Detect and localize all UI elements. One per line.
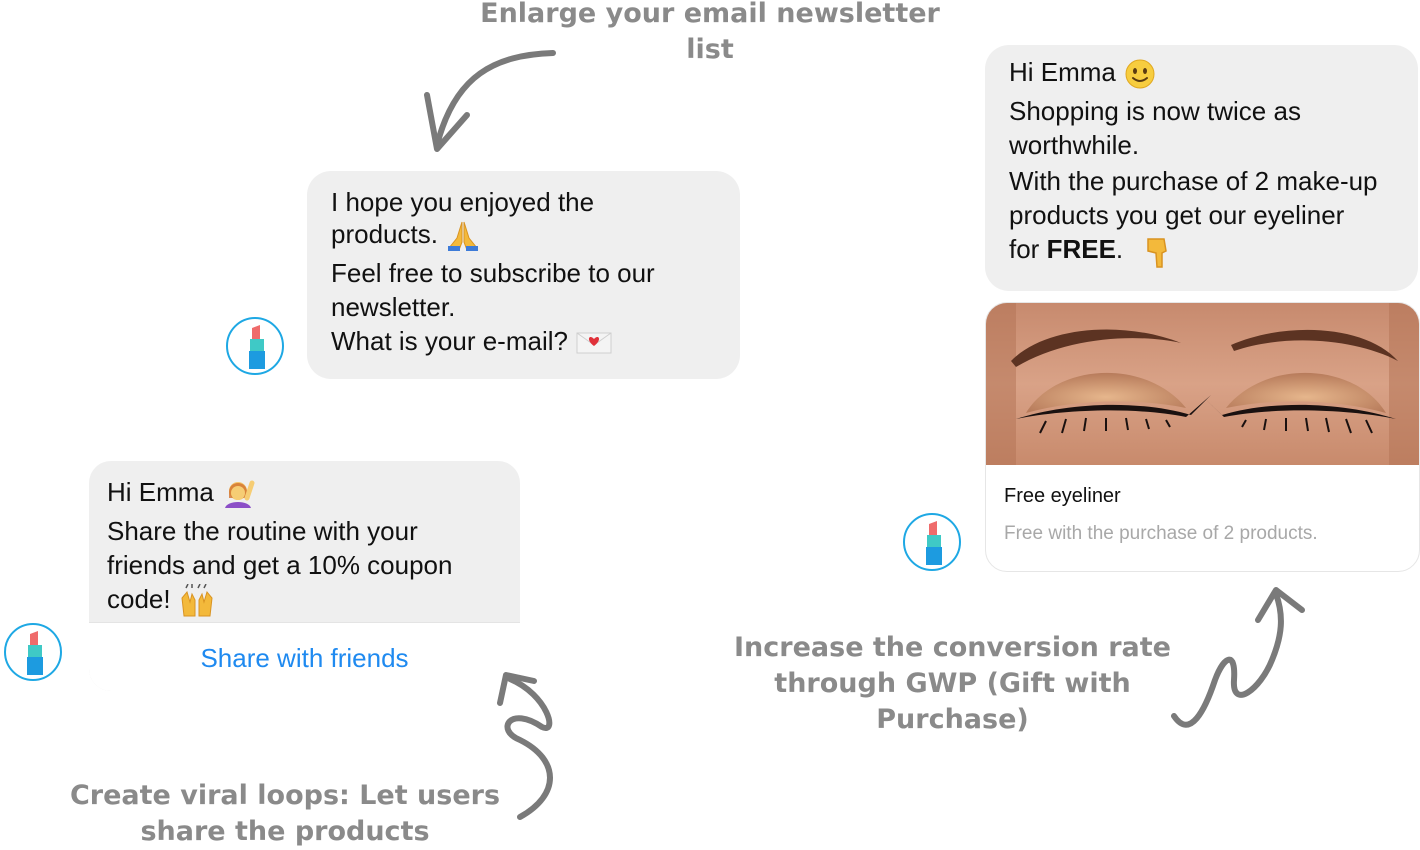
message-line: What is your e-mail? [331, 326, 568, 357]
lipstick-icon [249, 325, 265, 369]
slightly-smiling-face-icon [1125, 59, 1155, 89]
greeting-text: Hi Emma [107, 477, 214, 507]
person-raising-hand-icon [225, 480, 255, 509]
message-line: products. [331, 219, 438, 249]
caption-line: share the products [140, 816, 430, 847]
lipstick-icon [27, 631, 43, 675]
looped-arrow-icon [497, 672, 553, 820]
message-line: With the purchase of 2 make-up [1009, 166, 1378, 197]
caption-line: Purchase) [876, 704, 1029, 735]
bot-avatar [226, 317, 284, 375]
pointing-down-icon [1147, 238, 1168, 268]
message-line: Share the routine with your [107, 516, 418, 547]
product-title: Free eyeliner [1004, 485, 1121, 507]
caption-viral-loops: Create viral loops: Let users share the … [60, 778, 510, 850]
message-line: products you get our eyeliner [1009, 200, 1345, 231]
caption-newsletter: Enlarge your email newsletter list [470, 0, 950, 68]
caption-line: through GWP (Gift with [774, 668, 1131, 699]
message-line: newsletter. [331, 292, 456, 323]
message-line: I hope you enjoyed the [331, 187, 595, 217]
free-emphasis: FREE [1046, 234, 1116, 265]
bot-avatar [4, 623, 62, 681]
message-line: friends and get a 10% coupon [107, 550, 453, 581]
love-letter-icon [576, 332, 612, 354]
message-line: code! [107, 584, 171, 615]
greeting-text: Hi Emma [1009, 57, 1116, 87]
caption-line: Enlarge your email newsletter [480, 0, 940, 29]
caption-line: Create viral loops: Let users [69, 780, 501, 811]
raising-hands-icon [181, 584, 213, 617]
product-subtitle: Free with the purchase of 2 products. [1004, 523, 1318, 544]
lipstick-icon [926, 521, 942, 565]
product-card[interactable]: Free eyeliner Free with the purchase of … [985, 302, 1420, 572]
message-line: Feel free to subscribe to our [331, 258, 655, 289]
message-text: for [1009, 234, 1040, 265]
squiggle-arrow-icon [1171, 587, 1305, 728]
share-message-bubble: Hi Emma Share the routine with your frie… [89, 461, 520, 691]
gwp-message-bubble: Hi Emma Shopping is now twice as worthwh… [985, 45, 1418, 291]
message-text: . [1115, 234, 1124, 265]
bot-avatar [903, 513, 961, 571]
message-line: worthwhile. [1009, 130, 1140, 161]
product-image [986, 303, 1419, 465]
pray-hands-icon [448, 221, 479, 252]
curved-arrow-icon [424, 50, 556, 152]
share-with-friends-button[interactable]: Share with friends [89, 622, 520, 691]
message-line: Shopping is now twice as [1009, 96, 1301, 127]
caption-gwp: Increase the conversion rate through GWP… [730, 630, 1175, 738]
caption-line: Increase the conversion rate [734, 632, 1171, 663]
newsletter-message-bubble: I hope you enjoyed the products. Feel fr… [307, 171, 740, 379]
caption-line: list [686, 34, 734, 65]
